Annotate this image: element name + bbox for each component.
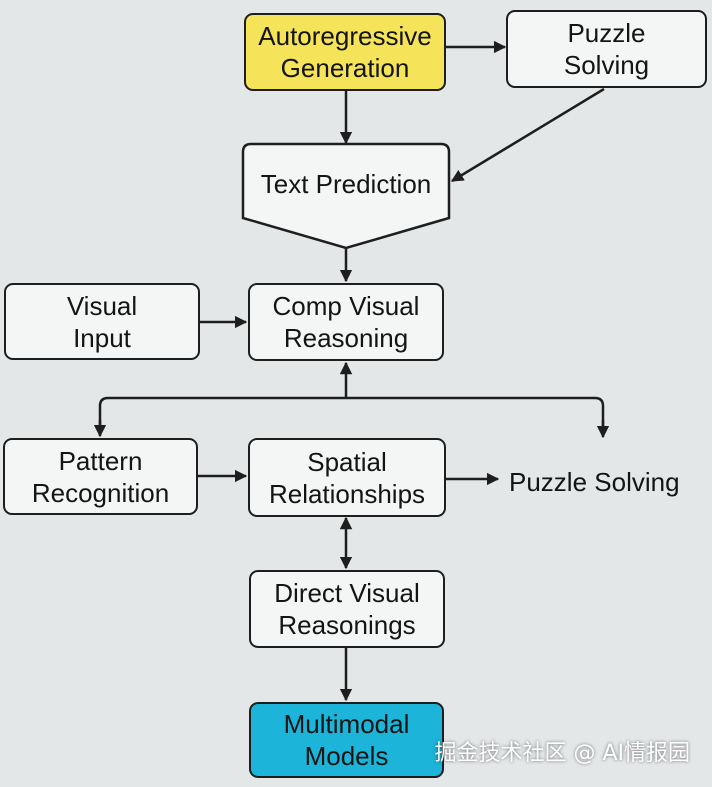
visual-input-node: Visual Input	[4, 283, 200, 360]
pattern-recognition-node: Pattern Recognition	[3, 438, 198, 515]
edge-branch-bar	[98, 396, 605, 436]
spatial-relationships-line1: Spatial	[307, 446, 387, 477]
multimodal-models-line1: Multimodal	[283, 709, 410, 739]
autoregressive-generation-line2: Generation	[280, 53, 410, 83]
puzzle-solving-top-line2: Solving	[563, 50, 650, 80]
visual-input-line2: Input	[73, 322, 131, 353]
direct-visual-reasonings-line2: Reasonings	[278, 610, 416, 640]
watermark-text: 掘金技术社区 @ AI情报园	[434, 741, 690, 766]
puzzle-solving-top-node: Puzzle Solving	[506, 10, 707, 88]
autoregressive-generation-node: Autoregressive Generation	[244, 13, 446, 91]
puzzle-solving-right-label: Puzzle Solving	[509, 467, 680, 497]
direct-visual-reasonings-node: Direct Visual Reasonings	[249, 570, 445, 648]
text-prediction-shape	[241, 142, 451, 250]
direct-visual-reasonings-line1: Direct Visual	[274, 578, 420, 608]
pattern-recognition-line2: Recognition	[31, 477, 170, 508]
spatial-relationships-line2: Relationships	[268, 478, 426, 509]
text-prediction-label: Text Prediction	[260, 169, 432, 199]
pattern-recognition-line1: Pattern	[58, 445, 143, 476]
comp-visual-reasoning-line2: Reasoning	[283, 323, 409, 353]
autoregressive-generation-line1: Autoregressive	[258, 21, 432, 51]
multimodal-models-node: Multimodal Models	[249, 702, 444, 778]
comp-visual-reasoning-node: Comp Visual Reasoning	[248, 283, 444, 361]
edge-puzzle-top-to-text-prediction	[450, 87, 605, 183]
multimodal-models-line2: Models	[304, 741, 389, 771]
spatial-relationships-node: Spatial Relationships	[248, 438, 446, 517]
puzzle-solving-top-line1: Puzzle	[567, 18, 646, 48]
comp-visual-reasoning-line1: Comp Visual	[272, 291, 420, 321]
visual-input-line1: Visual	[66, 290, 138, 321]
